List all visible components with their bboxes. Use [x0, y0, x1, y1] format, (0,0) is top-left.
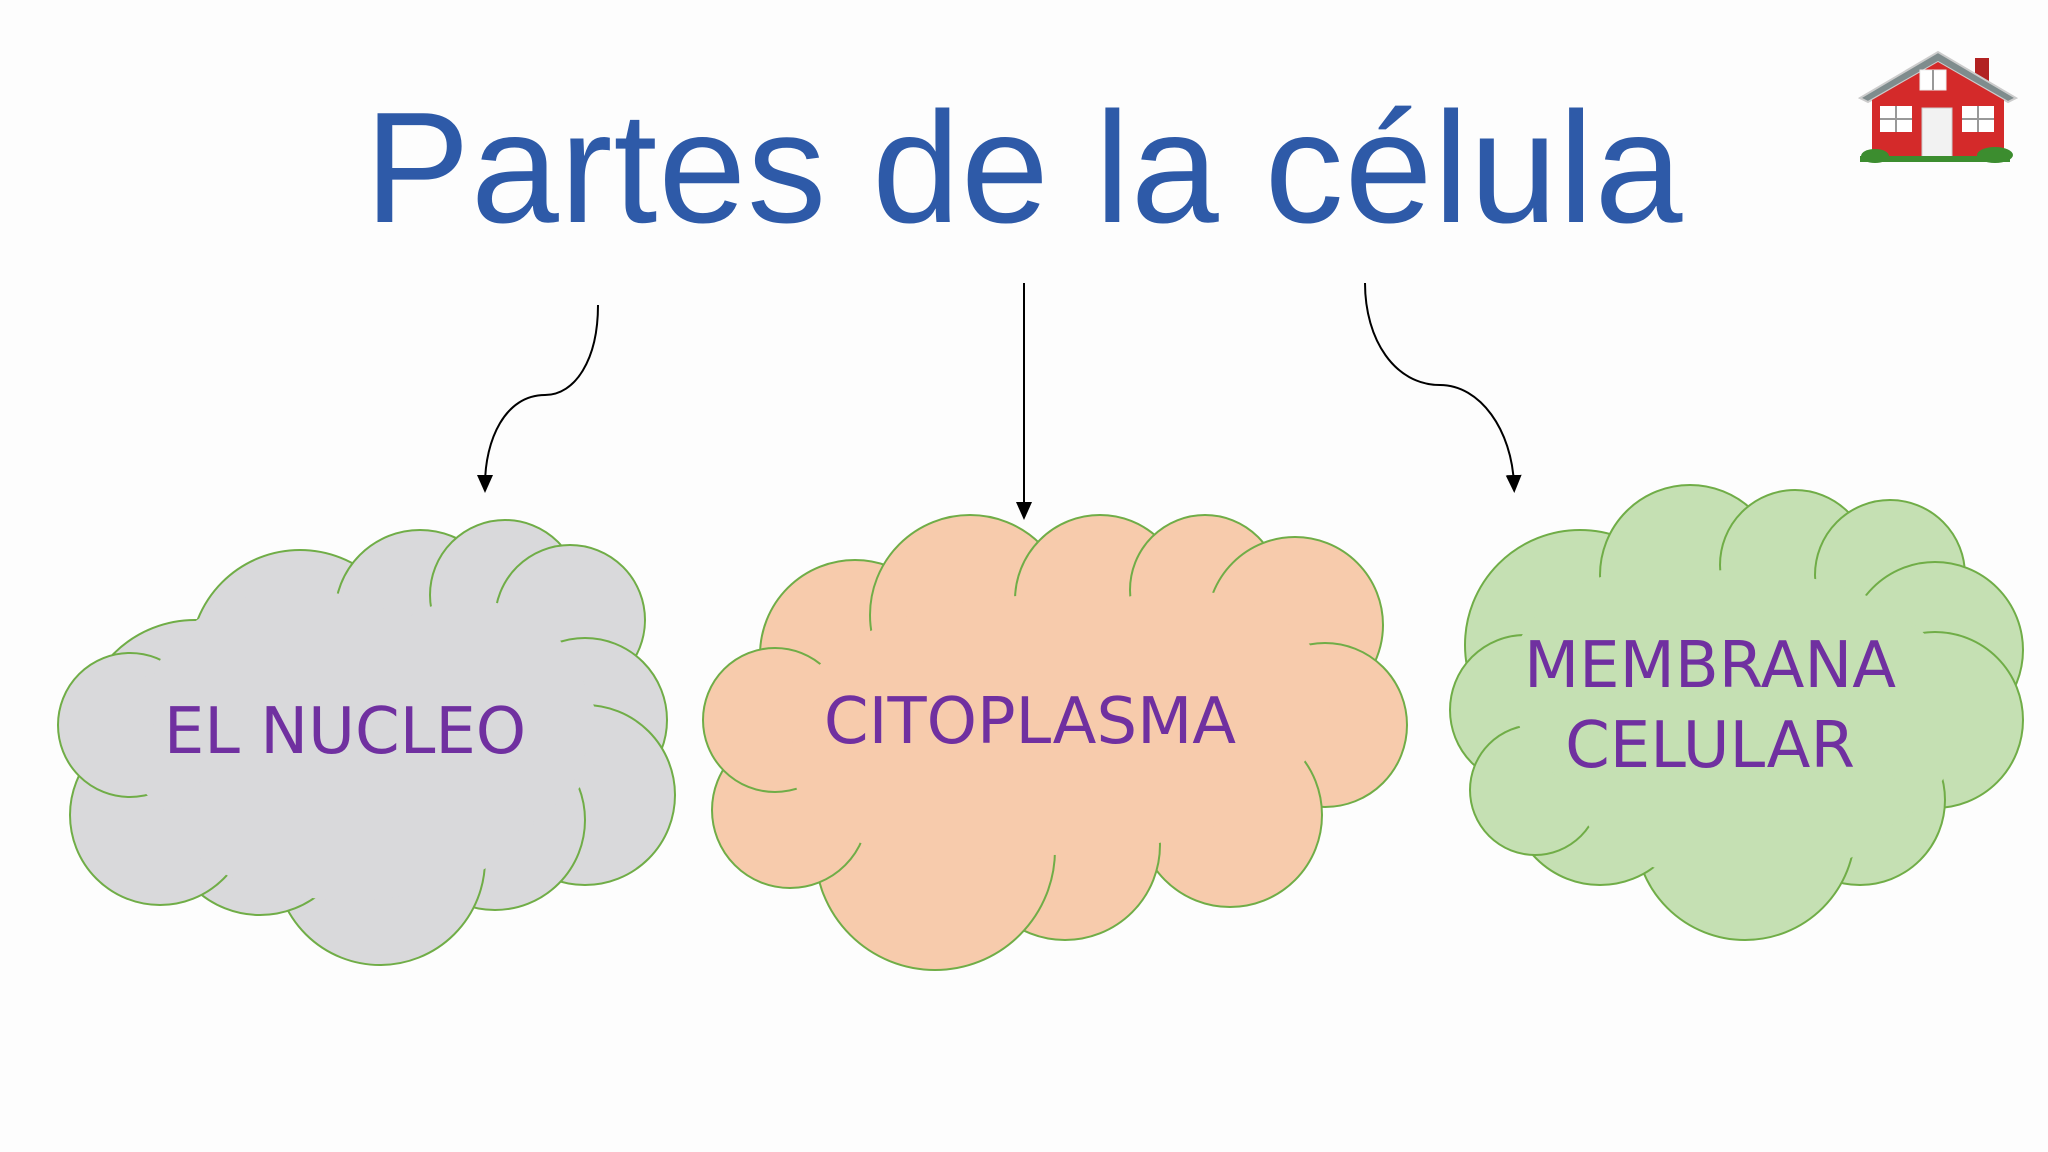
arrow-to-membrana: [1364, 282, 1522, 493]
cloud-membrana: [1449, 484, 2024, 941]
cloud-nucleo: [57, 519, 676, 966]
cloud-label-membrana-line-1: MEMBRANA: [1523, 629, 1897, 703]
arrow-to-nucleo: [477, 304, 599, 493]
cloud-label-nucleo: EL NUCLEO: [163, 695, 527, 769]
cloud-label-citoplasma: CITOPLASMA: [823, 685, 1237, 759]
cloud-citoplasma: [702, 514, 1408, 971]
house-icon[interactable]: [1857, 50, 2019, 163]
cloud-label-membrana: MEMBRANA CELULAR: [1460, 626, 1960, 786]
cloud-label-membrana-line-2: CELULAR: [1565, 709, 1855, 783]
slide-title: Partes de la célula: [364, 80, 1684, 256]
